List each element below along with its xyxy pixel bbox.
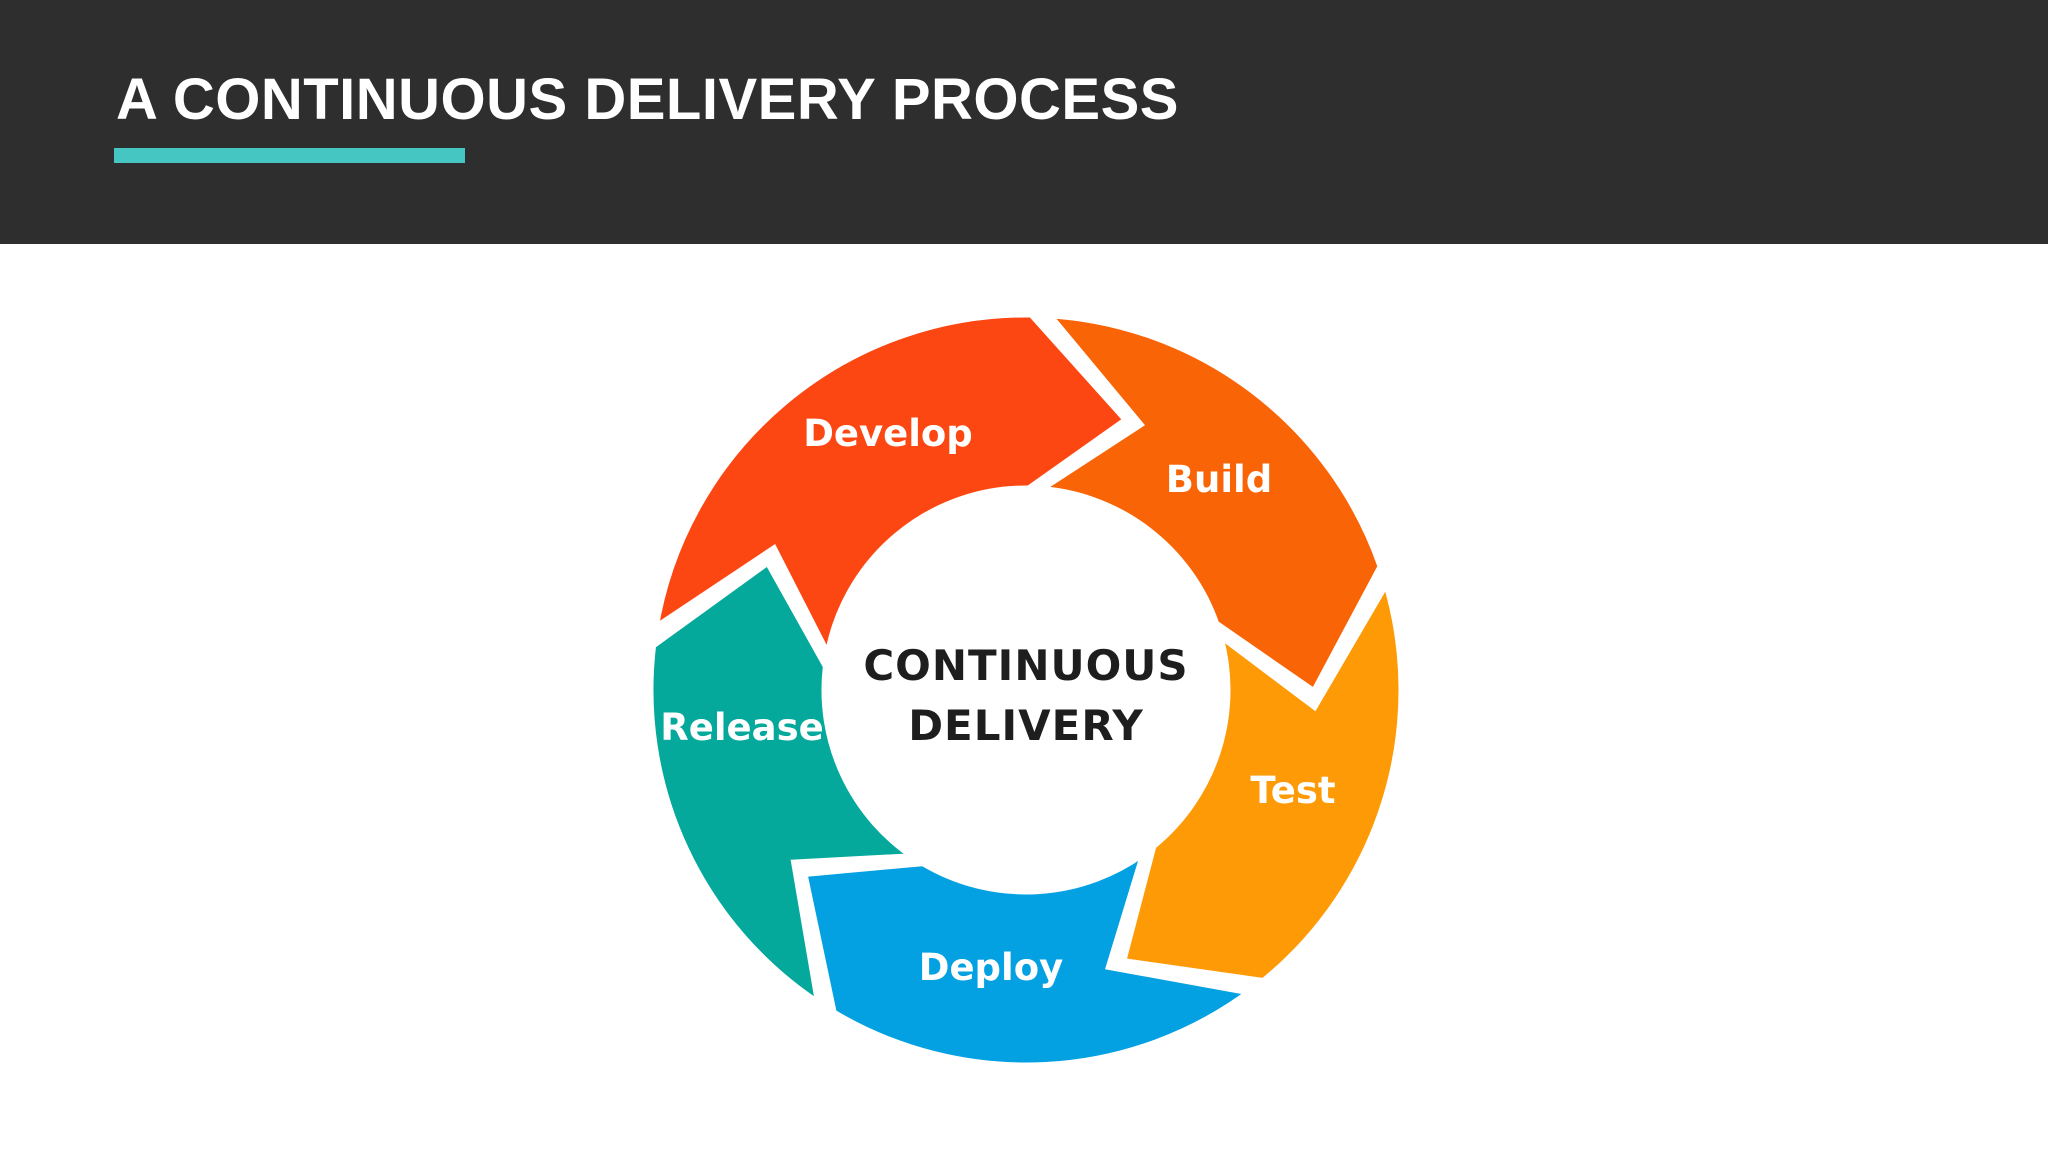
segment-deploy [797,838,1264,1072]
continuous-delivery-cycle-diagram: Develop Build Test Deploy Release CONTIN… [644,308,1408,1072]
center-circle [828,492,1224,888]
segment-release [644,553,931,1016]
center-label-line2: DELIVERY [908,701,1144,750]
slide-title: A CONTINUOUS DELIVERY PROCESS [116,67,1179,132]
stage-label-release: Release [660,706,823,749]
segment-test [1115,569,1408,988]
title-underline [114,148,465,163]
stage-label-test: Test [1250,769,1335,812]
cycle-segments [644,308,1408,1072]
stage-label-deploy: Deploy [919,946,1064,989]
stage-label-build: Build [1166,458,1272,501]
segment-build [1022,308,1388,701]
stage-label-develop: Develop [803,412,973,455]
header-bar [0,0,2048,244]
center-label-line1: CONTINUOUS [863,641,1188,690]
segment-develop [647,308,1135,673]
